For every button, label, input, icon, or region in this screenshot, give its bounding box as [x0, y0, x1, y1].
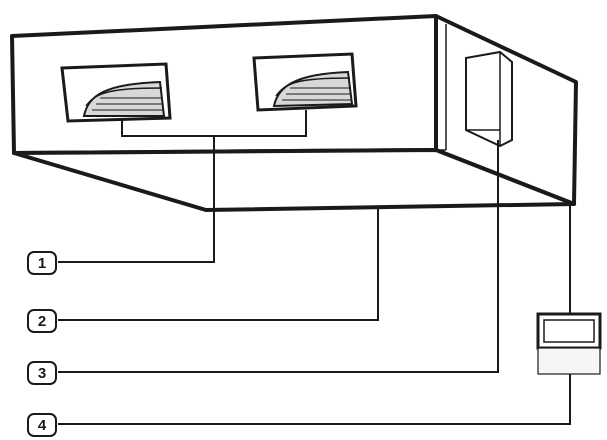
leader-line-1 — [58, 110, 307, 263]
callout-2: 2 — [27, 309, 57, 333]
leader-line-2 — [58, 208, 379, 321]
callout-4: 4 — [27, 413, 57, 437]
callout-1: 1 — [27, 251, 57, 275]
leader-line-4 — [58, 374, 571, 425]
wired-controller — [536, 204, 602, 375]
callout-4-label: 4 — [38, 417, 47, 434]
callout-3-label: 3 — [38, 365, 46, 382]
controller-screen — [543, 319, 595, 343]
air-outlet-right — [252, 52, 358, 112]
callout-1-label: 1 — [38, 255, 46, 272]
controller-body — [537, 347, 601, 375]
callout-2-label: 2 — [38, 313, 46, 330]
callout-3: 3 — [27, 361, 57, 385]
leader-lines — [58, 110, 571, 425]
leader-line-3 — [58, 140, 499, 373]
control-box — [465, 50, 513, 148]
unit-bottom-face — [12, 148, 576, 212]
air-outlet-left — [60, 62, 172, 123]
